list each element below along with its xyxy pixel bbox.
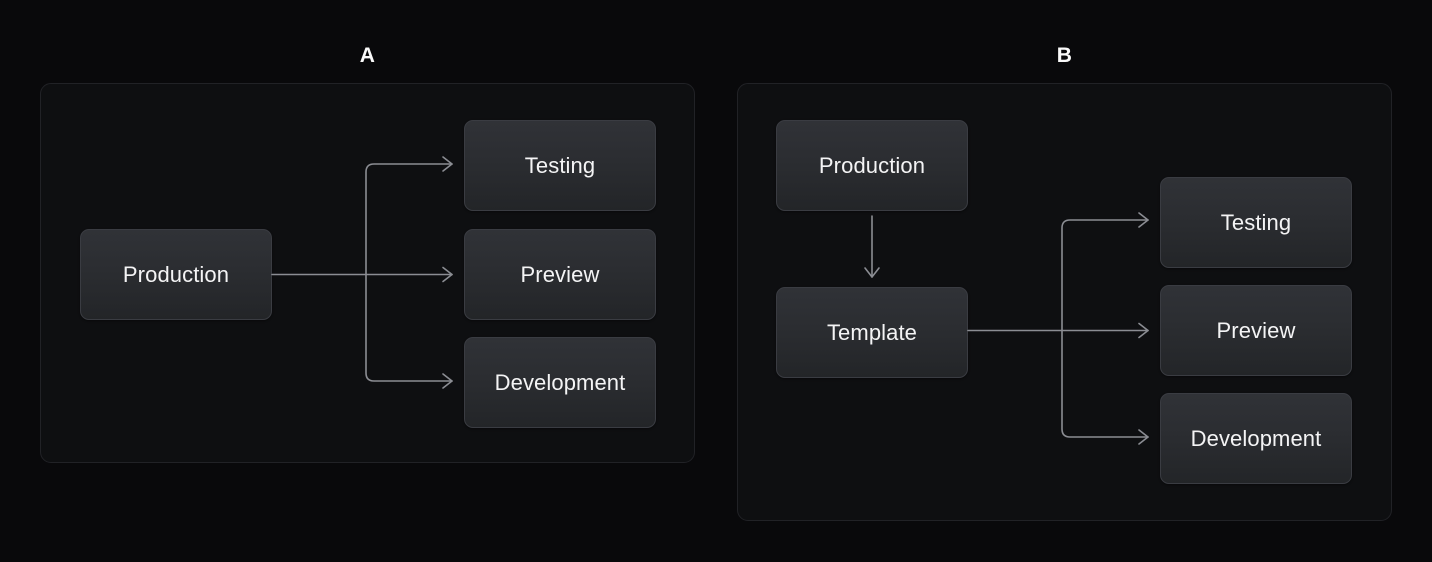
panel-a-caption: A xyxy=(359,44,376,67)
node-a-preview[interactable]: Preview xyxy=(464,229,656,320)
panel-b-caption: B xyxy=(1056,44,1073,67)
node-b-testing[interactable]: Testing xyxy=(1160,177,1352,268)
node-b-template[interactable]: Template xyxy=(776,287,968,378)
node-b-production[interactable]: Production xyxy=(776,120,968,211)
node-b-preview[interactable]: Preview xyxy=(1160,285,1352,376)
node-a-production[interactable]: Production xyxy=(80,229,272,320)
node-b-development[interactable]: Development xyxy=(1160,393,1352,484)
node-a-testing[interactable]: Testing xyxy=(464,120,656,211)
node-a-development[interactable]: Development xyxy=(464,337,656,428)
